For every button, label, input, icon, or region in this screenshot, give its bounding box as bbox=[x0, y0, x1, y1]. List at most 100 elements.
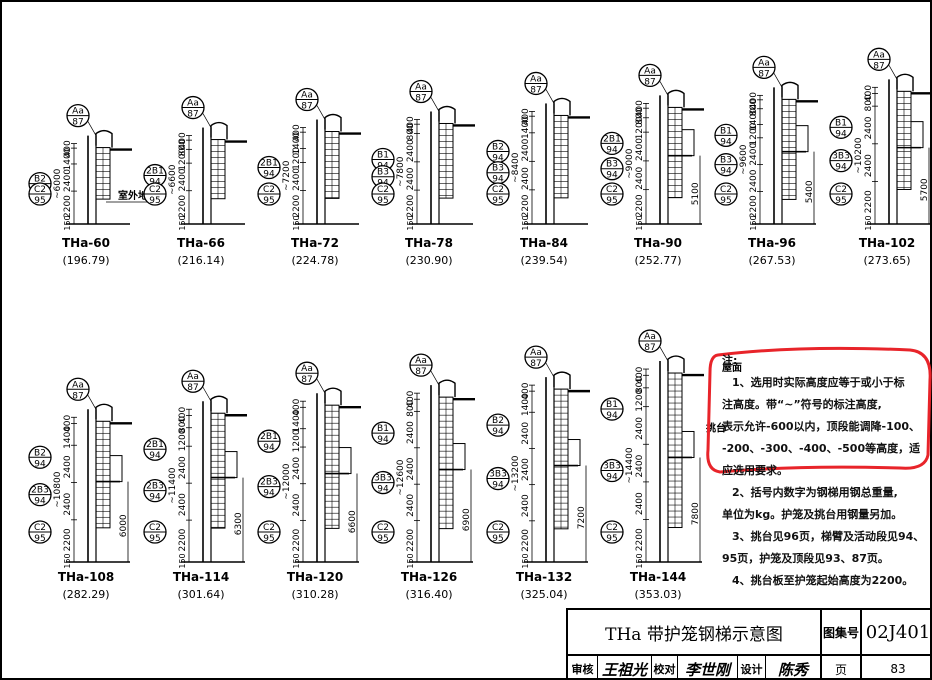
ladder-model-label: THa-108 bbox=[58, 570, 114, 584]
callout-code: C2 bbox=[149, 185, 161, 195]
callout-page: 95 bbox=[34, 196, 45, 206]
callout-code: 2B3 bbox=[146, 482, 164, 492]
callout-page: 94 bbox=[606, 411, 618, 421]
dimension-label: 2200 bbox=[63, 195, 73, 218]
dimension-label: 1200 bbox=[178, 148, 188, 171]
top-handrail bbox=[438, 105, 456, 124]
ladder-weight-label: (273.65) bbox=[863, 254, 910, 267]
ladder-weight-label: (224.78) bbox=[291, 254, 338, 267]
dimension-label: 400 bbox=[406, 390, 416, 407]
dimension-label: 400 bbox=[178, 132, 188, 149]
callout-page: 94 bbox=[720, 137, 732, 147]
ladder-unit: 4001400120024002200150~7200THa-72(224.78… bbox=[282, 105, 361, 267]
dimension-label: 400 bbox=[635, 366, 645, 383]
dimension-label: 400 bbox=[292, 398, 302, 415]
callout-code: B3 bbox=[606, 160, 618, 170]
ladder-model-label: THa-120 bbox=[287, 570, 343, 584]
top-handrail bbox=[95, 403, 113, 422]
dimension-label: 800 bbox=[749, 98, 759, 115]
ladder-weight-label: (282.29) bbox=[62, 588, 109, 601]
total-height-label: ~9000 bbox=[625, 148, 635, 179]
dimension-label: 1200 bbox=[292, 147, 302, 170]
dimension-label: 400 bbox=[521, 382, 531, 399]
platform-height-label: 6600 bbox=[348, 510, 358, 533]
base-dimension-label: 150 bbox=[63, 215, 72, 230]
review-label-text: 审核 bbox=[571, 663, 594, 676]
ladder-weight-label: (230.90) bbox=[405, 254, 452, 267]
callout-code: C2 bbox=[492, 185, 504, 195]
design-label-text: 设计 bbox=[740, 663, 763, 676]
check-signature: 李世刚 bbox=[678, 656, 738, 680]
callout-page: 95 bbox=[835, 196, 846, 206]
callout-page: 95 bbox=[492, 196, 503, 206]
dimension-label: 2200 bbox=[178, 195, 188, 218]
base-dimension-label: 150 bbox=[749, 215, 758, 230]
callout-code: B1 bbox=[377, 150, 389, 160]
callout-page: 87 bbox=[187, 383, 198, 393]
callout-code: B3 bbox=[377, 168, 389, 178]
callout-code: Aa bbox=[301, 364, 313, 374]
design-label: 设计 bbox=[738, 656, 766, 680]
callout-page: 87 bbox=[644, 77, 655, 87]
note-line: 应选用要求。 bbox=[722, 464, 788, 477]
total-height-label: ~8400 bbox=[511, 152, 521, 183]
ladder-model-label: THa-90 bbox=[634, 236, 682, 250]
callout-leader bbox=[888, 65, 898, 80]
total-height-label: ~6000 bbox=[53, 168, 63, 199]
callout-page: 95 bbox=[149, 534, 160, 544]
ladder-unit: 4008002400240024002200150~126006900THa-1… bbox=[396, 370, 475, 601]
dimension-label: 2400 bbox=[521, 138, 531, 161]
callout-page: 94 bbox=[263, 443, 275, 453]
dimension-label: 2400 bbox=[521, 458, 531, 481]
dimension-label: 2400 bbox=[635, 454, 645, 477]
platform-height-label: 7200 bbox=[577, 506, 587, 529]
callout-page: 87 bbox=[187, 110, 198, 120]
dimension-label: 2400 bbox=[178, 456, 188, 479]
callout-code: C2 bbox=[377, 523, 389, 533]
dimension-label: 2400 bbox=[63, 169, 73, 192]
total-height-label: ~13200 bbox=[511, 455, 521, 491]
dimension-label: 1400 bbox=[63, 147, 73, 170]
dimension-label: 2400 bbox=[749, 169, 759, 192]
callout-code: B2 bbox=[492, 416, 504, 426]
callout-leader bbox=[87, 121, 97, 136]
dimension-label: 400 bbox=[749, 92, 759, 109]
base-dimension-label: 150 bbox=[521, 215, 530, 230]
atlas-label-text: 图集号 bbox=[822, 625, 859, 640]
top-handrail bbox=[553, 97, 571, 116]
callout-page: 87 bbox=[415, 367, 426, 377]
callout-page: 95 bbox=[720, 196, 731, 206]
total-height-label: ~7800 bbox=[396, 156, 406, 187]
callout-leader bbox=[659, 81, 669, 96]
callout-page: 94 bbox=[377, 435, 389, 445]
callout-page: 94 bbox=[263, 170, 275, 180]
ladder-unit: 400140024002200150~6000THa-60(196.79)室外地… bbox=[53, 121, 158, 267]
base-dimension-label: 150 bbox=[292, 553, 301, 568]
dimension-label: 2400 bbox=[635, 138, 645, 161]
base-dimension-label: 150 bbox=[635, 553, 644, 568]
review-signature: 王祖光 bbox=[598, 656, 652, 680]
callout-page: 87 bbox=[530, 359, 541, 369]
callout-page: 87 bbox=[644, 343, 655, 353]
callout-page: 94 bbox=[377, 485, 389, 495]
ladder-model-label: THa-132 bbox=[516, 570, 572, 584]
note-line: 注高度。带“~”符号的标注高度, bbox=[722, 398, 882, 411]
